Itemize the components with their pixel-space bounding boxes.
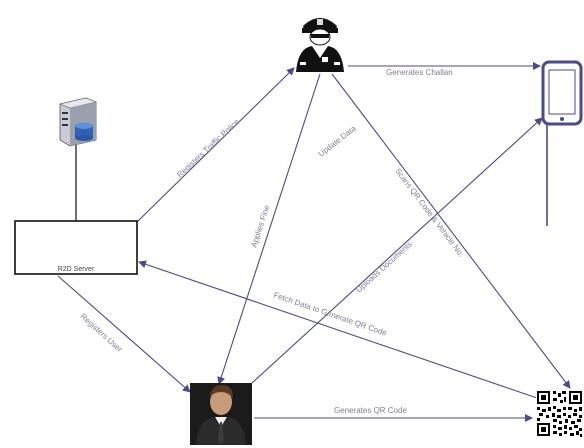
edge-server-to-user (57, 275, 191, 393)
label-applies-fine: Applies Fine (249, 203, 271, 248)
user-businessman-icon (190, 383, 252, 445)
label-update-data: Update Data (317, 123, 358, 158)
edge-police-to-user (217, 73, 321, 385)
mobile-phone-icon (541, 60, 583, 126)
label-registers-traffic-police: Registers Traffic Police (175, 117, 241, 180)
qr-code-icon (536, 390, 584, 438)
edge-police-to-qr (331, 73, 571, 389)
edge-user-to-mobile (251, 117, 543, 384)
label-fetch-data: Fetch Data to Generate QR Code (272, 290, 388, 337)
label-uploads-documents: Uploads Documents (354, 240, 414, 295)
label-registers-user: Registers User (79, 312, 125, 354)
police-officer-icon (296, 18, 344, 72)
edge-server-to-police (129, 67, 295, 230)
r2d-server-node: R2D Server (14, 220, 138, 275)
label-generates-qr: Generates QR Code (334, 406, 407, 415)
database-server-icon (55, 94, 103, 147)
label-generates-challan: Generates Challan (386, 68, 453, 77)
edge-qr-to-server (138, 260, 538, 399)
r2d-server-label: R2D Server (58, 266, 95, 273)
